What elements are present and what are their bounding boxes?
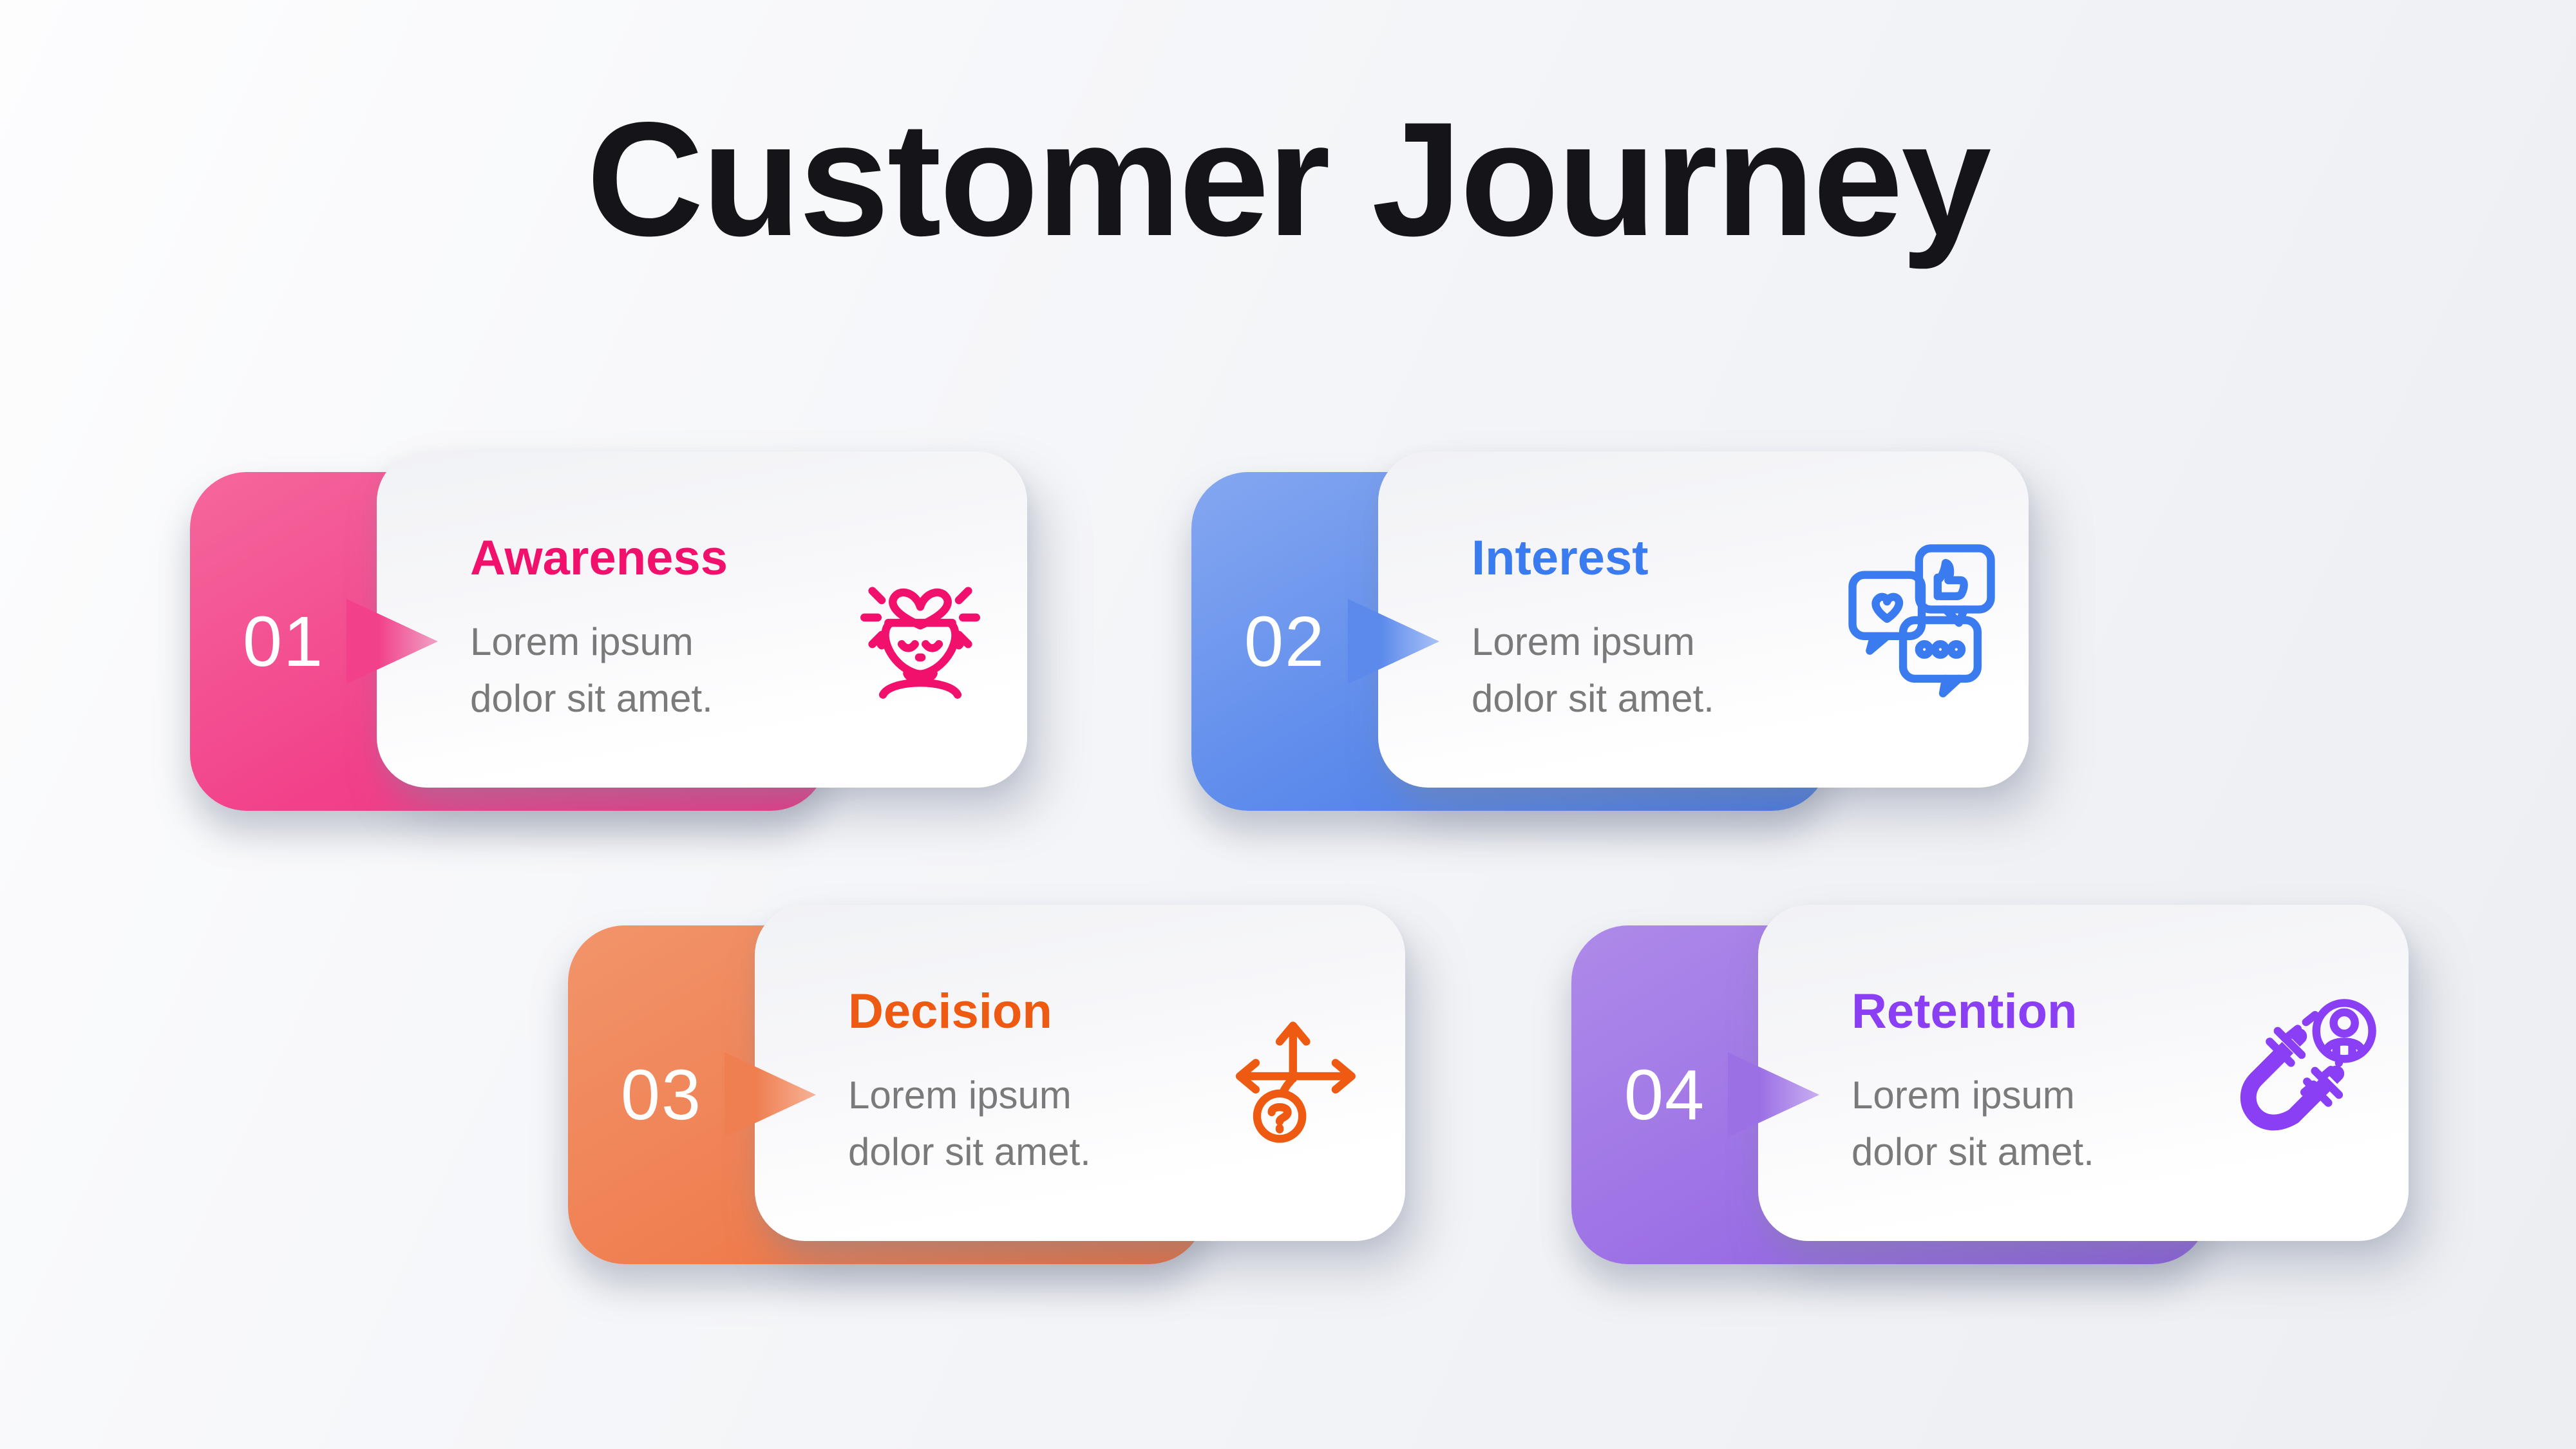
card-title: Decision xyxy=(848,984,1052,1039)
card-panel: Decision Lorem ipsum dolor sit amet. xyxy=(755,905,1405,1241)
page-title: Customer Journey xyxy=(586,89,1992,270)
step-number: 04 xyxy=(1624,1055,1706,1135)
card-description: Lorem ipsum dolor sit amet. xyxy=(1472,620,1714,720)
card-description: Lorem ipsum dolor sit amet. xyxy=(470,620,713,720)
social-chat-bubbles-icon xyxy=(1842,540,2002,700)
card-panel: Retention Lorem ipsum dolor sit amet. xyxy=(1758,905,2409,1241)
journey-step-card-decision: 03 Decision Lorem ipsum dolor sit amet. xyxy=(568,905,1405,1265)
card-title: Awareness xyxy=(470,531,728,585)
head-with-heart-icon xyxy=(840,540,1000,700)
journey-step-card-awareness: 01 Awareness Lorem ipsum dolor sit amet. xyxy=(190,451,1027,812)
magnet-attracting-user-icon xyxy=(2222,994,2382,1153)
journey-step-card-interest: 02 Interest Lorem ipsum dolor sit amet. xyxy=(1191,451,2029,812)
journey-step-card-retention: 04 Retention Lorem ipsum dolor sit amet. xyxy=(1571,905,2409,1265)
step-number: 03 xyxy=(620,1055,703,1135)
direction-arrows-question-icon xyxy=(1218,994,1378,1153)
card-description: Lorem ipsum dolor sit amet. xyxy=(1852,1074,2094,1173)
step-number: 01 xyxy=(242,601,325,681)
card-title: Interest xyxy=(1472,531,1649,585)
step-number: 02 xyxy=(1244,601,1326,681)
card-panel: Awareness Lorem ipsum dolor sit amet. xyxy=(377,451,1027,788)
card-title: Retention xyxy=(1852,984,2078,1039)
card-description: Lorem ipsum dolor sit amet. xyxy=(848,1074,1091,1173)
card-panel: Interest Lorem ipsum dolor sit amet. xyxy=(1378,451,2029,788)
